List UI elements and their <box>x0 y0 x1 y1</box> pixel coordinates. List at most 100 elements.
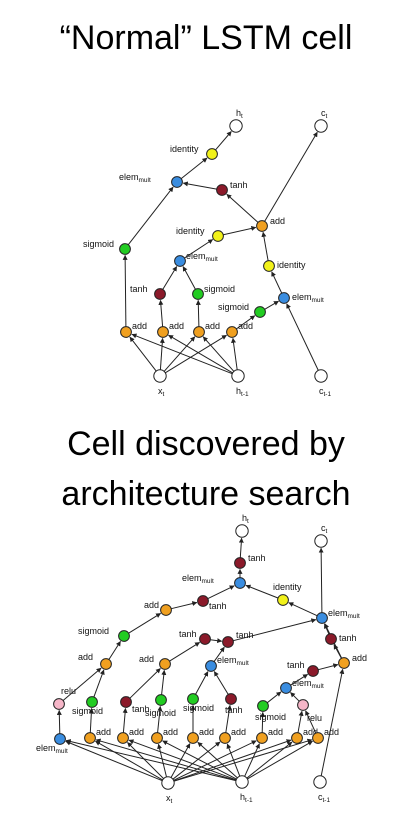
edge-addB-sigL <box>108 640 121 660</box>
edge-tanhR-emR <box>324 623 330 635</box>
node-label: ct-1 <box>318 792 330 804</box>
node-add-b7: add <box>291 727 318 744</box>
elem-mult-node-circle <box>171 176 183 188</box>
node-tanh-tanhF: tanh <box>225 693 243 715</box>
edge-id1-ht <box>215 131 232 151</box>
edge-tanh1-em1 <box>182 181 217 190</box>
input-node-circle <box>314 534 328 548</box>
node-identity-id2: identity <box>176 226 224 242</box>
edge-sig2-em2 <box>182 266 196 290</box>
node-label: ct <box>321 523 328 535</box>
node-label: tanh <box>339 633 357 643</box>
edge-xt-emB <box>65 740 163 782</box>
node-add-b4: add <box>187 727 214 744</box>
node-label: add <box>303 727 318 737</box>
tanh-node-circle <box>120 696 132 708</box>
edge-sigL-addL <box>128 612 162 634</box>
edge-ht1-b4 <box>197 741 238 779</box>
node-input-ht: ht <box>235 513 249 538</box>
input-node-circle <box>161 776 175 790</box>
edge-ht1-b8 <box>247 740 313 780</box>
relu-node-circle <box>297 699 309 711</box>
node-label: ht <box>242 513 249 525</box>
add-node-circle <box>226 326 238 338</box>
node-sigmoid-sig1: sigmoid <box>83 239 131 255</box>
node-label: sigmoid <box>145 708 176 718</box>
node-relu-relu2: relu <box>297 699 322 723</box>
edge-sigA-addB <box>93 669 105 698</box>
sigmoid-node-circle <box>257 700 269 712</box>
edge-ht1-b1 <box>95 738 237 781</box>
node-label: ht <box>236 108 243 120</box>
node-add-addA: add <box>139 654 171 670</box>
edge-idN-emTop <box>245 584 279 599</box>
node-tanh-tanhE: tanh <box>120 696 150 714</box>
node-tanh-tanhD: tanh <box>287 660 319 677</box>
edge-tanhC-emR <box>233 618 317 642</box>
elem-mult-node-circle <box>54 733 66 745</box>
node-label: elemmult <box>292 678 324 690</box>
edge-xt-a2 <box>159 337 165 370</box>
node-add-a1: add <box>120 321 147 338</box>
node-add-addB: add <box>78 652 112 670</box>
node-label: elemmult <box>328 608 360 620</box>
edge-add1-tanh1 <box>226 193 259 223</box>
input-node-circle <box>235 775 249 789</box>
node-label: add <box>268 727 283 737</box>
edge-ht1-b6 <box>244 743 260 777</box>
node-input-ht: ht <box>229 108 243 133</box>
input-node-circle <box>314 369 328 383</box>
sigmoid-node-circle <box>187 693 199 705</box>
relu-node-circle <box>53 698 65 710</box>
node-label: add <box>78 652 93 662</box>
lstm-edges <box>122 131 319 375</box>
tanh-node-circle <box>199 633 211 645</box>
node-tanh-tanhTop: tanh <box>234 553 266 569</box>
tanh-node-circle <box>325 633 337 645</box>
edge-b8-relu2 <box>305 710 317 734</box>
node-tanh-tanh2: tanh <box>130 284 166 300</box>
edge-xt-a4 <box>165 334 227 374</box>
edge-xt-b4 <box>170 743 191 778</box>
node-elem-mult-emM: elemmult <box>205 655 249 672</box>
edge-ct1-em3 <box>286 303 319 371</box>
elem-mult-node-circle <box>234 577 246 589</box>
edge-ht1-b3 <box>162 740 237 780</box>
add-node-circle <box>160 604 172 616</box>
edge-emR-ct <box>318 547 324 613</box>
edge-tanh2-em2 <box>162 266 178 290</box>
input-node-circle <box>313 775 327 789</box>
edge-ht1-a2 <box>168 334 233 374</box>
elem-mult-node-circle <box>205 660 217 672</box>
node-input-xt: xt <box>161 776 175 805</box>
node-input-ct: ct <box>314 523 328 548</box>
edge-sigC-emM <box>195 671 209 695</box>
node-label: tanh <box>179 629 197 639</box>
node-elem-mult-emTop: elemmult <box>182 573 246 589</box>
sigmoid-node-circle <box>118 630 130 642</box>
edge-ht1-b5 <box>226 743 241 777</box>
node-sigmoid-sigD: sigmoid <box>255 700 286 722</box>
node-label: add <box>205 321 220 331</box>
node-label: add <box>144 600 159 610</box>
node-label: xt <box>158 386 165 398</box>
node-elem-mult-emR: elemmult <box>316 608 360 624</box>
edge-a3-sig2 <box>195 299 201 327</box>
edge-sig3-em3 <box>264 300 279 310</box>
node-add-b1: add <box>84 727 111 744</box>
edge-xt-b7 <box>173 739 292 782</box>
edge-ht1-b2 <box>128 739 237 781</box>
node-add-b2: add <box>117 727 144 744</box>
node-label: add <box>352 653 367 663</box>
edge-ct1-addR <box>320 668 345 776</box>
node-identity-idN: identity <box>273 582 302 606</box>
add-node-circle <box>338 657 350 669</box>
node-label: sigmoid <box>218 302 249 312</box>
edge-emB-relu1 <box>56 709 62 734</box>
node-tanh-tanhB: tanh <box>179 629 211 645</box>
edge-em2-id2 <box>184 239 214 259</box>
node-tanh-tanhA: tanh <box>197 595 227 611</box>
